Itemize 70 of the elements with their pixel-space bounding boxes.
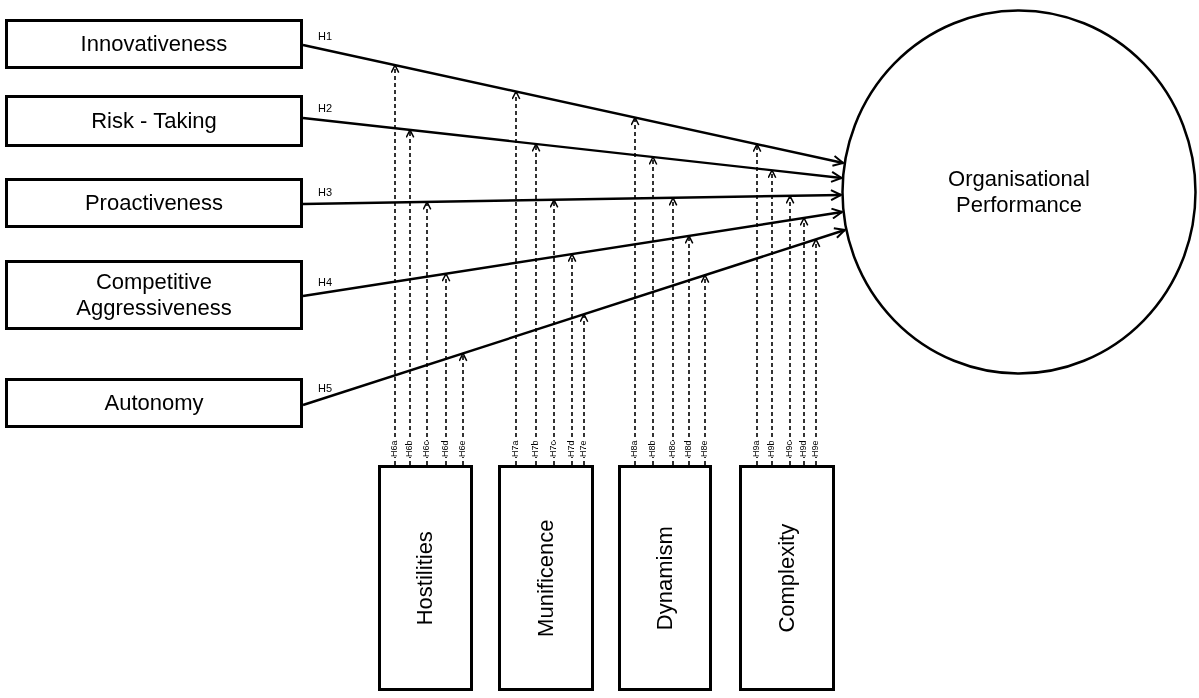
dashed-arrow bbox=[441, 272, 451, 466]
moderator-box bbox=[378, 465, 473, 691]
dashed-arrow bbox=[785, 195, 795, 466]
dashed-arrow bbox=[458, 352, 468, 466]
edge-label: H5 bbox=[317, 383, 334, 395]
moderator-box bbox=[618, 465, 712, 691]
moderator-box bbox=[739, 465, 835, 691]
arrow bbox=[303, 189, 842, 206]
edge-label: H7d bbox=[567, 440, 576, 457]
construct-box bbox=[5, 178, 303, 228]
dashed-arrow bbox=[567, 253, 577, 466]
node-label: Hostilities bbox=[412, 530, 439, 626]
edge-label: H9a bbox=[752, 440, 761, 457]
edge-label: H9c bbox=[785, 441, 794, 457]
edge-label: H8b bbox=[648, 440, 657, 457]
edge-label: H8d bbox=[684, 440, 693, 457]
edge-label: H2 bbox=[317, 102, 334, 114]
node-label: Munificence bbox=[532, 519, 559, 637]
dashed-arrow bbox=[390, 64, 400, 466]
edge-label: H7c bbox=[549, 441, 558, 457]
edge-label: H7b bbox=[531, 440, 540, 457]
dashed-arrow bbox=[648, 156, 658, 466]
construct-box bbox=[5, 378, 303, 428]
dashed-arrow bbox=[700, 274, 710, 466]
dashed-arrow bbox=[549, 199, 559, 466]
dashed-arrow bbox=[767, 169, 777, 466]
construct-box bbox=[5, 19, 303, 69]
construct-box bbox=[5, 95, 303, 147]
edge-label: H8c bbox=[668, 441, 677, 457]
dashed-arrow bbox=[630, 116, 640, 466]
node-label: Competitive Aggressiveness bbox=[75, 268, 233, 322]
edge-label: H6d bbox=[441, 440, 450, 457]
dashed-arrow bbox=[668, 197, 678, 466]
edge-label: H8e bbox=[700, 440, 709, 457]
edge-label: H3 bbox=[317, 186, 334, 198]
outcome-ellipse bbox=[841, 9, 1197, 375]
edge-label: H6a bbox=[390, 440, 399, 457]
edge-label: H9d bbox=[799, 440, 808, 457]
node-label: Complexity bbox=[773, 523, 800, 633]
dashed-arrow bbox=[799, 217, 809, 466]
dashed-arrow bbox=[422, 201, 432, 466]
edge-label: H1 bbox=[317, 31, 334, 43]
node-label: Risk - Taking bbox=[91, 107, 217, 135]
edge-label: H6e bbox=[458, 440, 467, 457]
dashed-arrow bbox=[811, 238, 821, 466]
dashed-arrow bbox=[752, 143, 762, 466]
arrow bbox=[302, 227, 846, 407]
node-label: Organisational Performance bbox=[947, 165, 1091, 219]
edge-label: H6b bbox=[405, 440, 414, 457]
node-label: Dynamism bbox=[651, 526, 678, 630]
edge-label: H9e bbox=[811, 440, 820, 457]
moderator-box bbox=[498, 465, 594, 691]
node-label: Innovativeness bbox=[80, 30, 228, 58]
edge-label: H8a bbox=[630, 440, 639, 457]
arrow bbox=[302, 116, 843, 183]
construct-box bbox=[5, 260, 303, 330]
dashed-arrow bbox=[511, 90, 521, 466]
edge-label: H7e bbox=[579, 440, 588, 457]
node-label: Autonomy bbox=[104, 389, 204, 417]
dashed-arrow bbox=[405, 129, 415, 466]
edge-label: H7a bbox=[511, 440, 520, 457]
dashed-arrow bbox=[531, 143, 541, 466]
arrow bbox=[302, 207, 844, 298]
edge-label: H9b bbox=[767, 440, 776, 457]
node-label: Proactiveness bbox=[84, 189, 224, 217]
dashed-arrow bbox=[579, 313, 589, 466]
edge-label: H4 bbox=[317, 276, 334, 288]
arrow bbox=[302, 43, 845, 167]
dashed-arrow bbox=[684, 235, 694, 466]
edge-label: H6c bbox=[422, 441, 431, 457]
